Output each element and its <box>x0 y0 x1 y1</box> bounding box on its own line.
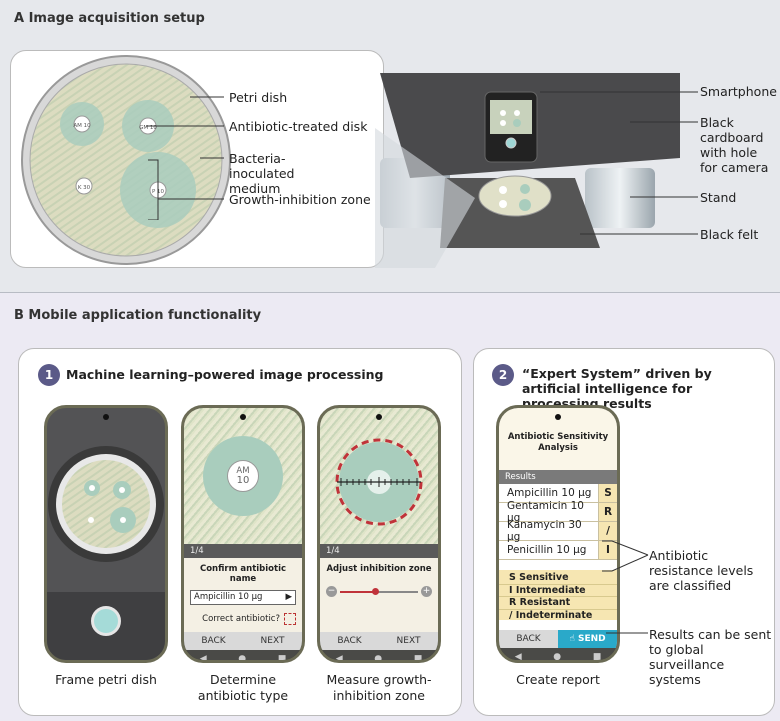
caption-determine-antibiotic: Determine antibiotic type <box>197 672 289 703</box>
report-title: Antibiotic Sensitivity Analysis <box>507 432 609 453</box>
panel-a-heading: A Image acquisition setup <box>14 11 205 26</box>
back-button[interactable]: BACK <box>516 634 541 644</box>
level-badge: S <box>598 484 617 502</box>
callout-lines-left <box>146 96 224 220</box>
panel-b-heading: B Mobile application functionality <box>14 308 262 323</box>
recent-nav-icon[interactable]: ■ <box>277 654 287 663</box>
step-counter: 1/4 <box>184 544 302 558</box>
antibiotic-select[interactable]: Ampicillin 10 μg ▶ <box>190 590 296 605</box>
acquisition-setup-illustration <box>375 73 680 268</box>
legend-item: S Sensitive <box>499 572 617 585</box>
disk-label: AM 10 <box>73 123 91 129</box>
zone-measurement-view <box>335 438 423 526</box>
caption-measure-zone: Measure growth-inhibition zone <box>326 672 432 703</box>
legend-item: R Resistant <box>499 597 617 610</box>
level-badge: I <box>598 541 617 559</box>
back-button[interactable]: BACK <box>201 636 226 646</box>
next-button[interactable]: NEXT <box>260 636 285 646</box>
back-nav-icon[interactable]: ◀ <box>514 652 522 662</box>
camera-viewfinder <box>48 446 164 562</box>
step1-number: 1 <box>38 364 60 386</box>
triangle-right-icon: ▶ <box>285 592 292 602</box>
slider-fill <box>340 590 376 593</box>
slider-thumb[interactable] <box>372 587 380 595</box>
decrease-button[interactable]: − <box>326 586 337 597</box>
recent-nav-icon[interactable]: ■ <box>592 652 602 662</box>
result-row: Kanamycin 30 μg/ <box>499 519 617 543</box>
nav-bar: ◀ ● ■ <box>320 650 438 663</box>
home-nav-icon[interactable]: ● <box>553 652 562 662</box>
callout-smartphone: Smartphone <box>700 84 777 99</box>
nav-bar: ◀ ● ■ <box>184 650 302 663</box>
step2-title: “Expert System” driven by artificial int… <box>522 366 712 411</box>
callout-bacteria-medium: Bacteria-inoculated medium <box>229 151 295 196</box>
callout-resistance-levels: Antibiotic resistance levels are classif… <box>649 548 754 593</box>
phone-create-report: Antibiotic Sensitivity Analysis Results … <box>496 405 620 663</box>
level-badge: / <box>598 522 617 540</box>
callout-lines-step2 <box>602 540 649 634</box>
next-button[interactable]: NEXT <box>396 636 421 646</box>
legend-item: I Intermediate <box>499 585 617 597</box>
nav-bar: ◀ ● ■ <box>499 648 617 662</box>
home-nav-icon[interactable]: ● <box>374 654 383 663</box>
adjust-prompt: Adjust inhibition zone <box>326 564 432 574</box>
correct-antibiotic-checkbox[interactable] <box>284 613 296 625</box>
petri-dish-illustration: AM 10 GM 10 K 30 P 10 <box>21 55 231 265</box>
correct-antibiotic-label: Correct antibiotic? <box>202 614 280 624</box>
callout-black-cardboard: Black cardboard with hole for camera <box>700 115 769 175</box>
phone-measure-zone: 1/4 Adjust inhibition zone − + BACK NEXT… <box>317 405 441 663</box>
callout-growth-zone: Growth-inhibition zone <box>229 192 371 207</box>
step1-title: Machine learning–powered image processin… <box>66 367 384 382</box>
confirm-prompt: Confirm antibiotic name <box>199 564 287 584</box>
recent-nav-icon[interactable]: ■ <box>413 654 423 663</box>
back-button[interactable]: BACK <box>337 636 362 646</box>
step-counter: 1/4 <box>320 544 438 558</box>
send-button[interactable]: ☝ SEND <box>558 630 617 648</box>
home-nav-icon[interactable]: ● <box>238 654 247 663</box>
phone-frame-petri-dish <box>44 405 168 663</box>
disk-label: GM 10 <box>139 125 157 131</box>
callout-send-results: Results can be sent to global surveillan… <box>649 627 772 687</box>
step2-number: 2 <box>492 364 514 386</box>
zone-slider[interactable]: − + <box>326 586 432 597</box>
disk-label: K 30 <box>78 185 91 191</box>
callout-lines-right <box>540 91 698 235</box>
legend-item: / Indeterminate <box>509 609 593 621</box>
results-header: Results <box>499 470 617 484</box>
callout-stand: Stand <box>700 190 737 205</box>
level-badge: R <box>598 503 617 521</box>
caption-frame-petri-dish: Frame petri dish <box>55 672 157 687</box>
hand-pointer-icon: ☝ <box>569 634 575 644</box>
level-legend: S Sensitive I Intermediate R Resistant /… <box>499 570 617 621</box>
back-nav-icon[interactable]: ◀ <box>199 654 207 663</box>
capture-button[interactable] <box>91 606 121 636</box>
callout-petri-dish: Petri dish <box>229 90 288 105</box>
back-nav-icon[interactable]: ◀ <box>335 654 343 663</box>
increase-button[interactable]: + <box>421 586 432 597</box>
caption-create-report: Create report <box>516 672 600 687</box>
callout-antibiotic-disk: Antibiotic-treated disk <box>229 119 368 134</box>
callout-black-felt: Black felt <box>700 227 759 242</box>
camera-dot <box>103 414 109 420</box>
